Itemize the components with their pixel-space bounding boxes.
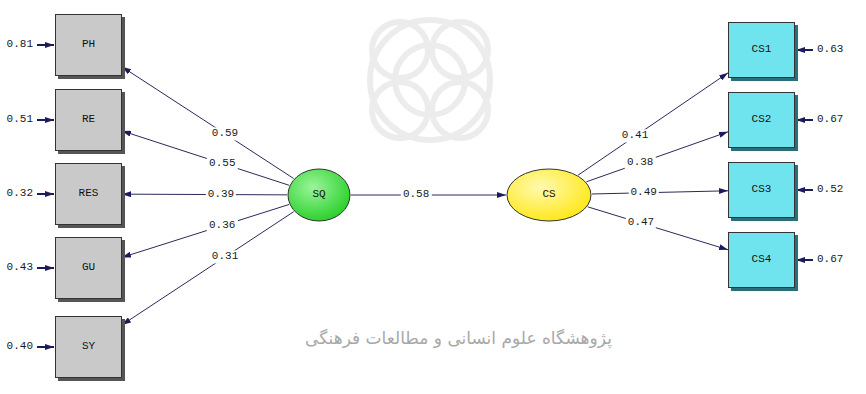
error-arrow [37, 267, 54, 269]
error-arrow [796, 259, 813, 261]
error-variance: 0.52 [817, 183, 843, 196]
path-arrow [122, 212, 294, 325]
path-coefficient: 0.36 [207, 219, 237, 232]
path-coefficient: 0.58 [401, 188, 431, 201]
observed-box: PH [55, 14, 122, 76]
path-arrow [592, 191, 728, 194]
watermark-emblem [370, 20, 490, 140]
variable-name: CS [542, 188, 555, 201]
observed-box: SY [55, 316, 122, 378]
path-coefficient: 0.49 [628, 186, 658, 199]
observed-box: CS4 [728, 232, 795, 288]
observed-box: CS2 [728, 92, 795, 148]
path-arrow [122, 67, 294, 179]
variable-name: RES [79, 187, 99, 200]
error-variance: 0.40 [7, 340, 33, 353]
variable-name: RE [82, 113, 95, 126]
watermark-text: پژوهشگاه علوم انسانی و مطالعات فرهنگی [305, 328, 612, 348]
variable-name: CS2 [752, 113, 772, 126]
observed-box: RES [55, 163, 122, 225]
path-arrow [122, 131, 289, 185]
path-arrow [588, 207, 728, 250]
ellipse-outline [288, 169, 350, 221]
error-variance: 0.32 [7, 187, 33, 200]
error-variance: 0.81 [7, 38, 33, 51]
path-arrow [122, 194, 287, 196]
observed-box: GU [55, 237, 122, 299]
error-variance: 0.51 [7, 113, 33, 126]
variable-name: SY [82, 340, 95, 353]
error-arrow [37, 346, 54, 348]
observed-box: CS3 [728, 162, 795, 218]
path-coefficient: 0.41 [620, 130, 650, 143]
latent-ellipse: SQ [287, 168, 351, 222]
variable-name: CS4 [752, 253, 772, 266]
observed-box: CS1 [728, 22, 795, 78]
path-coefficient: 0.31 [210, 250, 240, 263]
path-coefficient: 0.39 [206, 188, 236, 201]
variable-name: PH [82, 38, 95, 51]
observed-box: RE [55, 89, 122, 151]
latent-ellipse: CS [506, 168, 592, 222]
variable-name: CS3 [752, 183, 772, 196]
ellipse-outline [507, 169, 591, 221]
error-variance: 0.63 [817, 43, 843, 56]
error-arrow [37, 44, 54, 46]
error-arrow [796, 119, 813, 121]
variable-name: GU [82, 261, 95, 274]
path-coefficient: 0.38 [625, 156, 655, 169]
path-arrow [586, 132, 728, 182]
path-arrow [578, 73, 728, 175]
error-arrow [796, 49, 813, 51]
error-arrow [37, 193, 54, 195]
path-coefficient: 0.47 [626, 217, 656, 230]
error-variance: 0.67 [817, 113, 843, 126]
error-arrow [796, 189, 813, 191]
error-variance: 0.67 [817, 253, 843, 266]
error-arrow [37, 119, 54, 121]
variable-name: SQ [312, 188, 325, 201]
error-variance: 0.43 [7, 261, 33, 274]
path-coefficient: 0.55 [207, 157, 237, 170]
path-coefficient: 0.59 [210, 127, 240, 140]
variable-name: CS1 [752, 43, 772, 56]
